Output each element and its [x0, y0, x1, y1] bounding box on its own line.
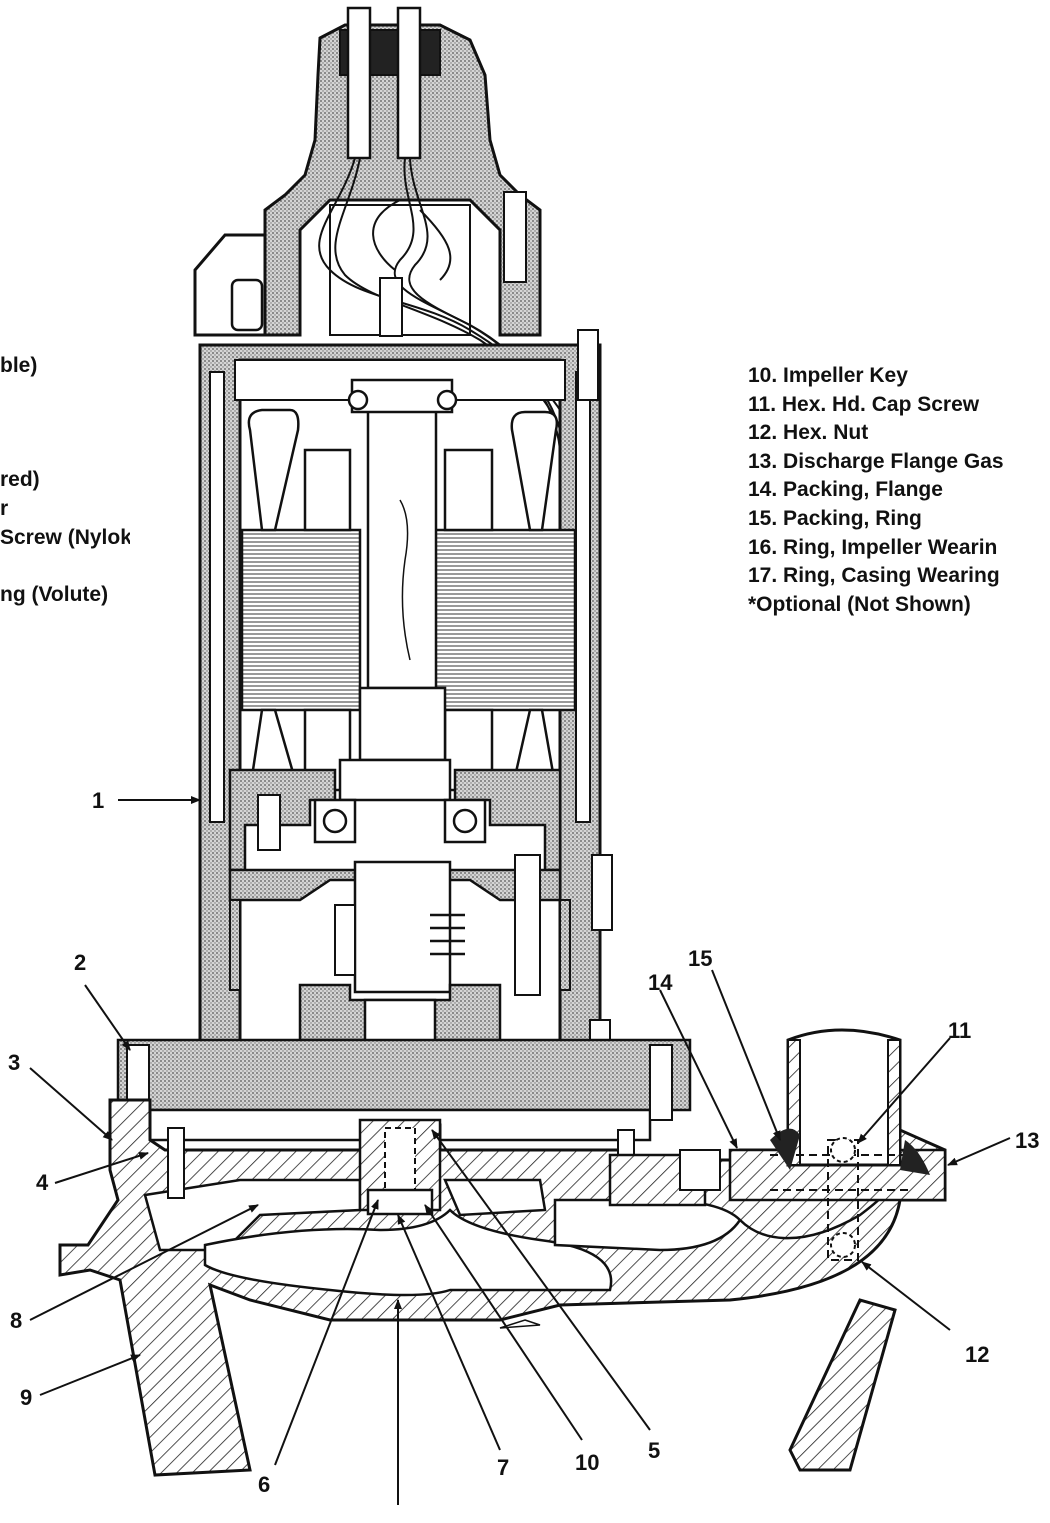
- legend-left-line: [0, 552, 130, 581]
- volute-casing: [58, 1098, 947, 1477]
- legend-item-15: 15. Packing, Ring: [748, 506, 922, 530]
- leader-lines: [29, 796, 1011, 1505]
- discharge-flange: [608, 1028, 947, 1261]
- legend-left-line: [0, 438, 130, 467]
- legend-item-12: 12. Hex. Nut: [748, 421, 869, 445]
- callout-7: 7: [497, 1455, 509, 1480]
- callout-labels: 1 2 3 4 5 6 7 8 9 10 11 12 13 14 15: [8, 788, 1039, 1497]
- parts-legend-left: ble) red) r Screw (Nylok) ng (Volute): [0, 352, 130, 609]
- callout-11: 11: [948, 1018, 971, 1043]
- callout-1: 1: [92, 788, 104, 813]
- callout-15: 15: [688, 946, 712, 971]
- callout-9: 9: [20, 1385, 32, 1410]
- legend-item-10: 10. Impeller Key: [748, 364, 908, 387]
- callout-8: 8: [10, 1308, 22, 1333]
- legend-left-line: Screw (Nylok): [0, 525, 130, 549]
- legend-left-line: red): [0, 468, 40, 492]
- shaft-and-rotor: [338, 378, 458, 802]
- legend-left-line: ng (Volute): [0, 582, 109, 606]
- legend-item-11: 11. Hex. Hd. Cap Screw: [748, 392, 980, 416]
- callout-10: 10: [575, 1450, 599, 1475]
- cable-cap: [193, 6, 542, 337]
- callout-3: 3: [8, 1050, 20, 1075]
- legend-left-line: [0, 381, 130, 410]
- legend-left-line: [0, 409, 130, 438]
- callout-5: 5: [648, 1438, 660, 1463]
- callout-14: 14: [648, 970, 673, 995]
- legend-item-17: 17. Ring, Casing Wearing: [748, 564, 1000, 588]
- legend-item-14: 14. Packing, Flange: [748, 478, 943, 502]
- callout-2: 2: [74, 950, 86, 975]
- legend-note-optional: *Optional (Not Shown): [748, 592, 971, 616]
- legend-item-13: 13. Discharge Flange Gas: [748, 449, 1004, 473]
- parts-legend-right: 10. Impeller Key 11. Hex. Hd. Cap Screw …: [748, 362, 1004, 619]
- callout-13: 13: [1015, 1128, 1039, 1153]
- legend-item-16: 16. Ring, Impeller Wearin: [748, 535, 998, 559]
- legend-left-line: ble): [0, 354, 38, 377]
- callout-6: 6: [258, 1472, 270, 1497]
- callout-4: 4: [36, 1170, 49, 1195]
- legend-left-line: r: [0, 496, 9, 520]
- lower-bearing-housing: [228, 768, 562, 902]
- callout-12: 12: [965, 1342, 989, 1367]
